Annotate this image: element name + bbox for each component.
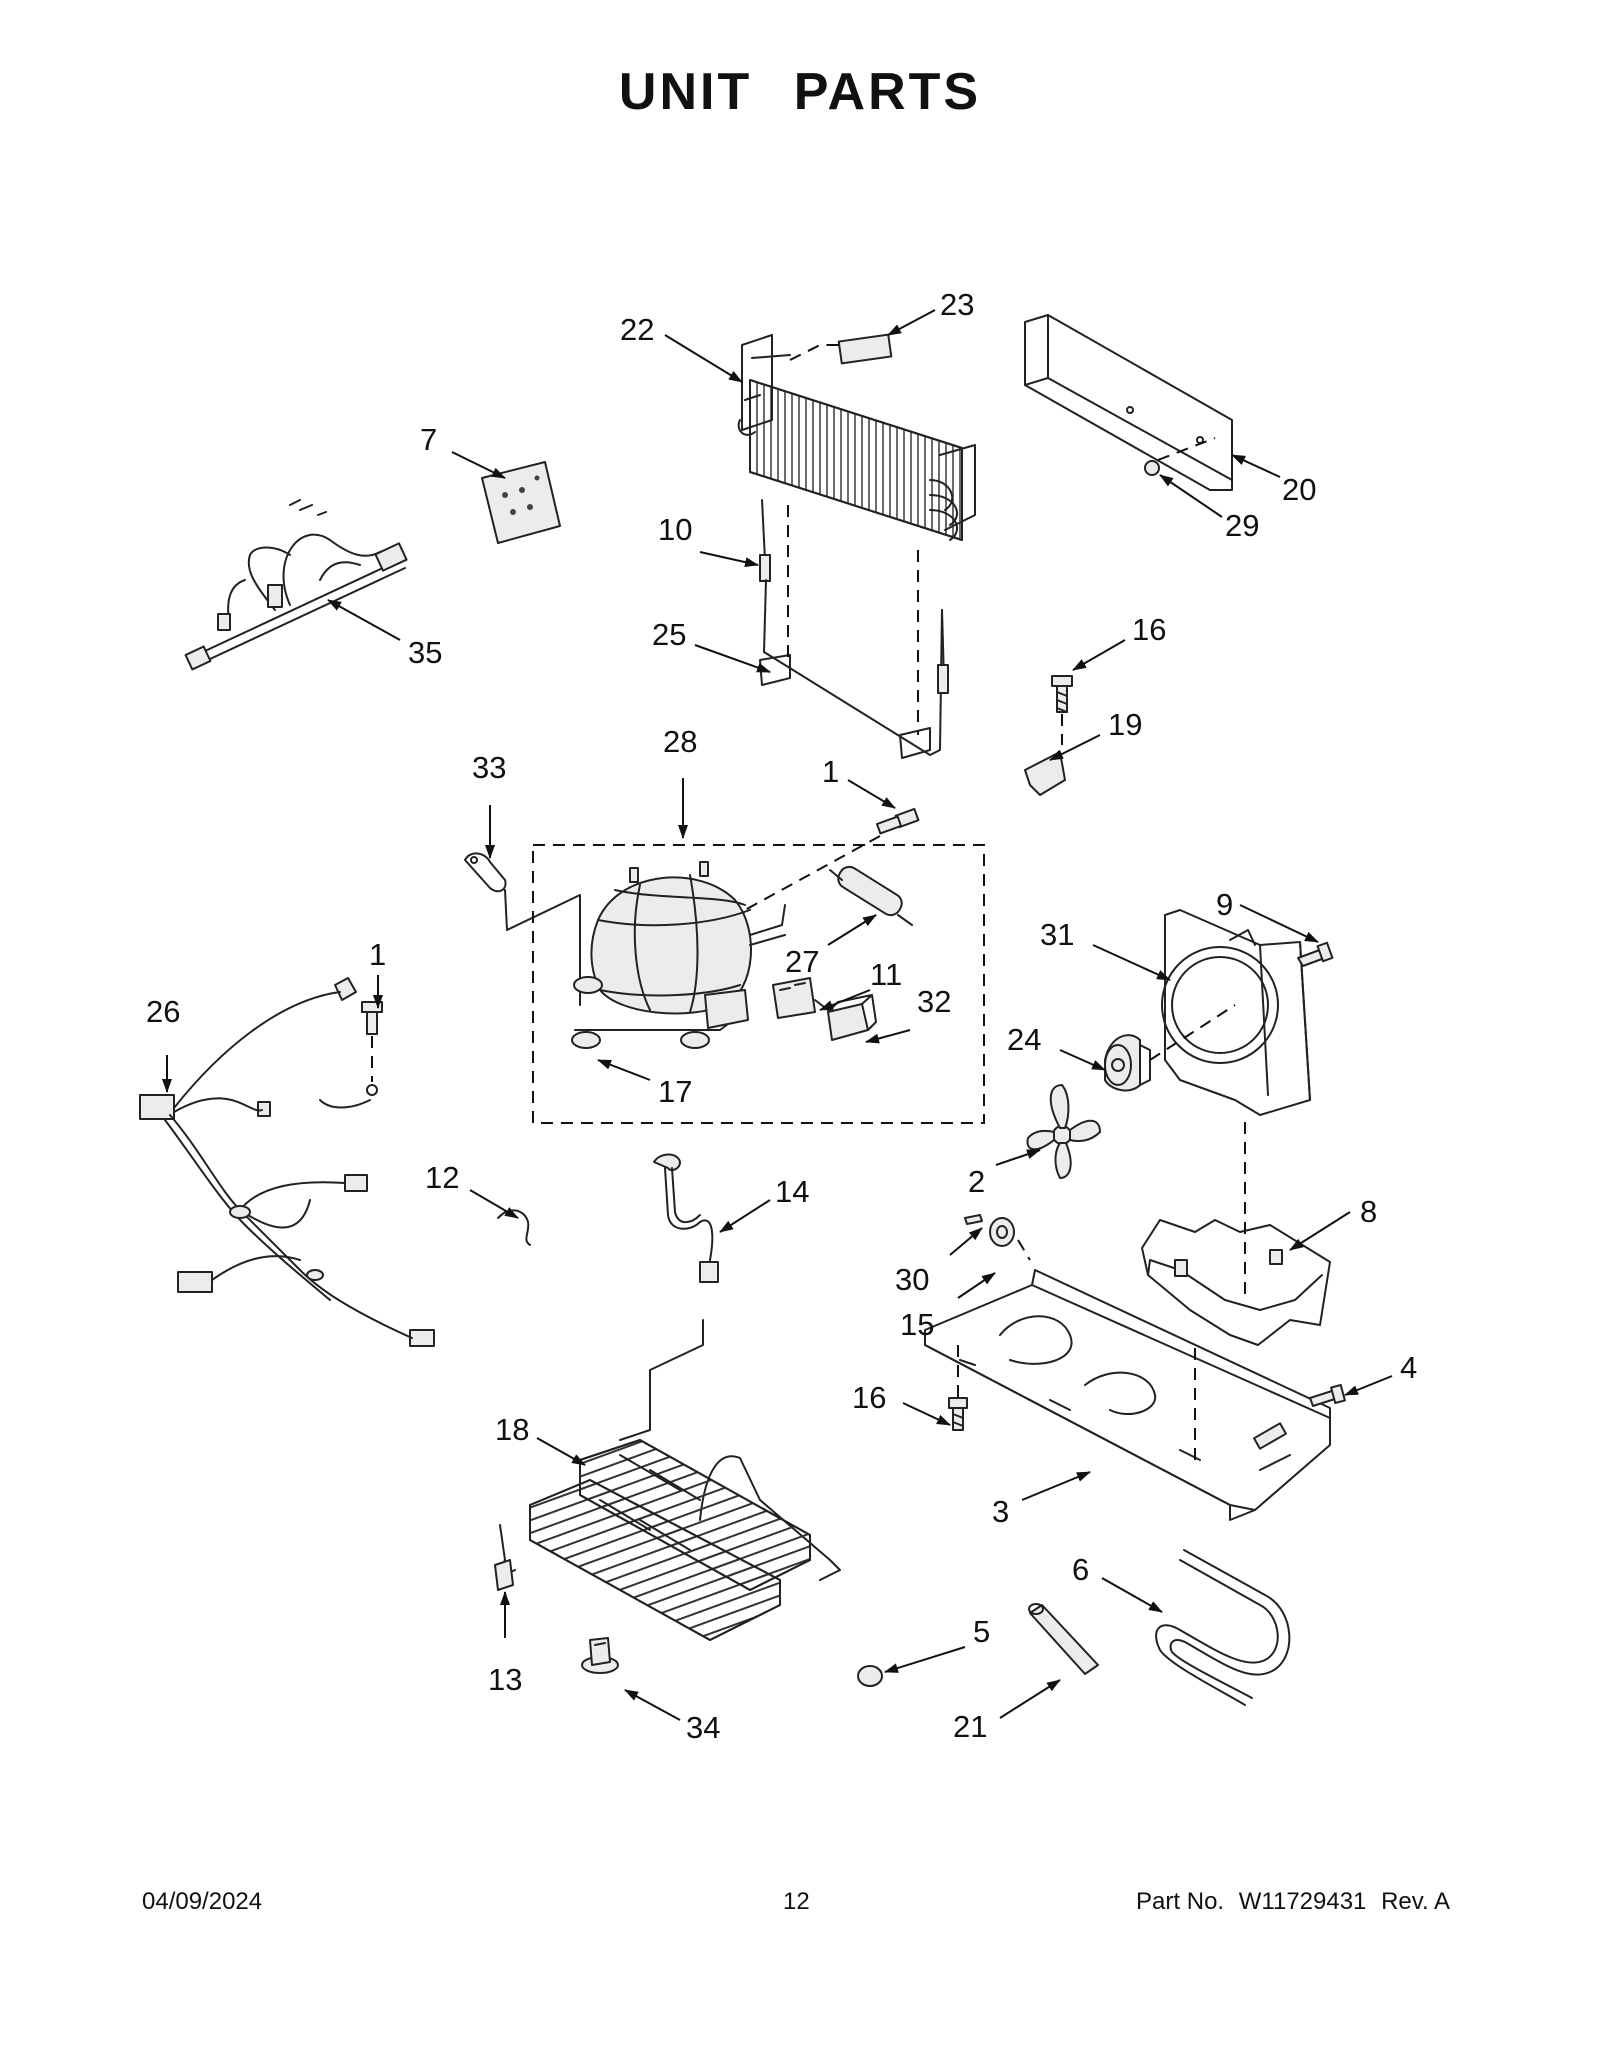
callout-23: 23 xyxy=(940,287,974,322)
callout-29: 29 xyxy=(1225,508,1259,543)
footer-date: 04/09/2024 xyxy=(142,1888,263,1915)
bolt-part-1-upper xyxy=(875,807,920,835)
clip-part-13 xyxy=(494,1559,514,1591)
callout-4: 4 xyxy=(1400,1350,1417,1385)
valve-part-34 xyxy=(581,1637,619,1674)
overload-part xyxy=(772,977,816,1019)
callout-numbers: 22 23 7 20 29 10 35 25 16 19 28 33 1 27 … xyxy=(146,287,1417,1745)
callout-2: 2 xyxy=(968,1164,985,1199)
bolt-part-16-lower xyxy=(948,1397,968,1431)
revision-value: Rev. A xyxy=(1381,1888,1450,1915)
thermistor-part xyxy=(759,499,771,582)
screw-part-9 xyxy=(1297,941,1334,967)
callout-25: 25 xyxy=(652,617,686,652)
base-plate-part xyxy=(924,1269,1331,1521)
title-word-unit: UNIT xyxy=(618,63,753,121)
condenser-coil-part xyxy=(499,1319,841,1641)
cover-bracket-part xyxy=(1024,314,1233,491)
callout-16-upper: 16 xyxy=(1132,612,1166,647)
callout-16-lower: 16 xyxy=(852,1380,886,1415)
fan-shroud-part xyxy=(1161,909,1311,1116)
callout-30: 30 xyxy=(895,1262,929,1297)
relay-part xyxy=(827,994,877,1041)
control-board-part xyxy=(481,461,561,544)
callout-19: 19 xyxy=(1108,707,1142,742)
callout-11: 11 xyxy=(870,957,902,992)
footer-page-number: 12 xyxy=(783,1888,810,1915)
compressor-group-box xyxy=(532,844,985,1124)
callout-18: 18 xyxy=(495,1412,529,1447)
callout-9: 9 xyxy=(1216,887,1233,922)
callout-17: 17 xyxy=(658,1074,692,1109)
foam-pad-part xyxy=(837,333,893,365)
callout-15: 15 xyxy=(900,1307,934,1342)
callout-8: 8 xyxy=(1360,1194,1377,1229)
callout-34: 34 xyxy=(686,1710,720,1745)
callout-31: 31 xyxy=(1040,917,1074,952)
callout-7: 7 xyxy=(420,422,437,457)
callout-32: 32 xyxy=(917,984,951,1019)
part-number-value: W11729431 xyxy=(1238,1888,1367,1915)
wire-harness-part-35 xyxy=(184,499,408,671)
callout-27: 27 xyxy=(785,944,819,979)
leader-lines xyxy=(162,309,1393,1721)
heater-tube-part xyxy=(653,1153,719,1283)
callout-35: 35 xyxy=(408,635,442,670)
grommet-part-15 xyxy=(989,1217,1015,1247)
callout-33: 33 xyxy=(472,750,506,785)
clip-part-19 xyxy=(1024,751,1066,796)
filter-drier-part xyxy=(829,865,913,926)
bracket-tray-part xyxy=(1141,1219,1331,1346)
footer-part-number: Part No. W11729431 Rev. A xyxy=(1128,1888,1450,1916)
evaporator-coil-part xyxy=(737,334,976,541)
drain-hose-part xyxy=(1155,1549,1291,1706)
callout-3: 3 xyxy=(992,1494,1009,1529)
page-title: UNIT PARTS xyxy=(0,62,1600,122)
callout-12: 12 xyxy=(425,1160,459,1195)
callout-13: 13 xyxy=(488,1662,522,1697)
insulation-tube-part xyxy=(1028,1603,1099,1675)
screw-part-29 xyxy=(1144,460,1160,476)
callout-26: 26 xyxy=(146,994,180,1029)
callout-10: 10 xyxy=(658,512,692,547)
part-number-label: Part No. xyxy=(1136,1888,1225,1915)
tubing-part-25 xyxy=(759,579,949,759)
fan-blade-part xyxy=(1026,1084,1101,1179)
pin-part-30 xyxy=(964,1214,983,1225)
callout-22: 22 xyxy=(620,312,654,347)
callout-28: 28 xyxy=(663,724,697,759)
callout-24: 24 xyxy=(1007,1022,1041,1057)
wire-harness-part-26 xyxy=(139,977,435,1347)
screw-part-4 xyxy=(1309,1383,1346,1407)
callout-5: 5 xyxy=(973,1614,990,1649)
bolt-part-16-upper xyxy=(1051,675,1073,713)
callout-14: 14 xyxy=(775,1174,809,1209)
title-word-parts: PARTS xyxy=(793,63,982,121)
callout-1-upper: 1 xyxy=(822,754,839,789)
callout-1-left: 1 xyxy=(369,937,386,972)
callout-21: 21 xyxy=(953,1709,987,1744)
callout-20: 20 xyxy=(1282,472,1316,507)
fan-motor-part xyxy=(1104,1034,1151,1092)
callout-6: 6 xyxy=(1072,1552,1089,1587)
compressor-part xyxy=(571,861,786,1049)
strap-part-33 xyxy=(464,852,507,893)
sleeve-part-5 xyxy=(857,1665,883,1687)
